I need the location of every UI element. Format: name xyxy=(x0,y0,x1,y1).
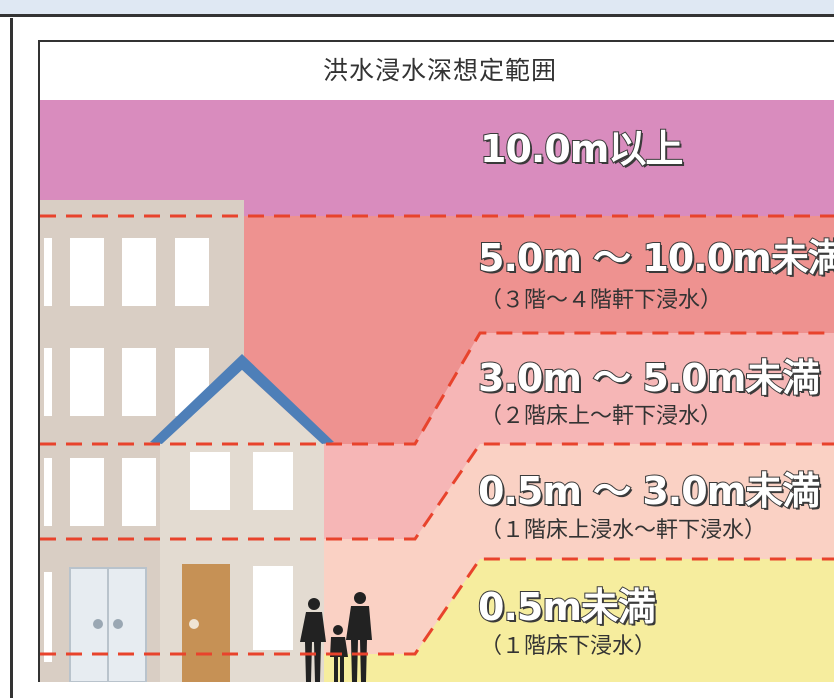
depth-boundary-lines xyxy=(40,214,834,656)
flood-depth-panel: 洪水浸水深想定範囲 xyxy=(38,40,834,682)
zone-sub-5m-10m: （３階～４階軒下浸水） xyxy=(480,288,723,313)
zone-label-05m-3m: 0.5m ～ 3.0m未満 xyxy=(477,468,821,514)
zone-sub-under-05m: （１階床下浸水） xyxy=(480,634,657,659)
boundary-line-3m xyxy=(40,442,834,541)
zone-sub-3m-5m: （２階床上～軒下浸水） xyxy=(480,404,723,429)
apartment-doors xyxy=(69,567,147,682)
boundary-line-5m xyxy=(40,331,834,446)
boundary-line-05m xyxy=(40,557,834,656)
panel-title: 洪水浸水深想定範囲 xyxy=(322,56,557,85)
top-strip xyxy=(0,0,834,17)
zone-label-3m-5m: 3.0m ～ 5.0m未満 xyxy=(477,355,821,401)
zone-label-5m-10m: 5.0m ～ 10.0m未満 xyxy=(477,235,834,281)
house xyxy=(150,354,334,682)
apartment-windows xyxy=(44,238,209,662)
zone-label-10m-plus: 10.0m以上 xyxy=(479,126,684,172)
zone-band-under-05m xyxy=(40,559,834,682)
flood-scene xyxy=(40,100,834,682)
zone-sub-05m-3m: （１階床上浸水～軒下浸水） xyxy=(480,518,767,543)
zone-label-under-05m: 0.5m未満 xyxy=(477,584,657,630)
